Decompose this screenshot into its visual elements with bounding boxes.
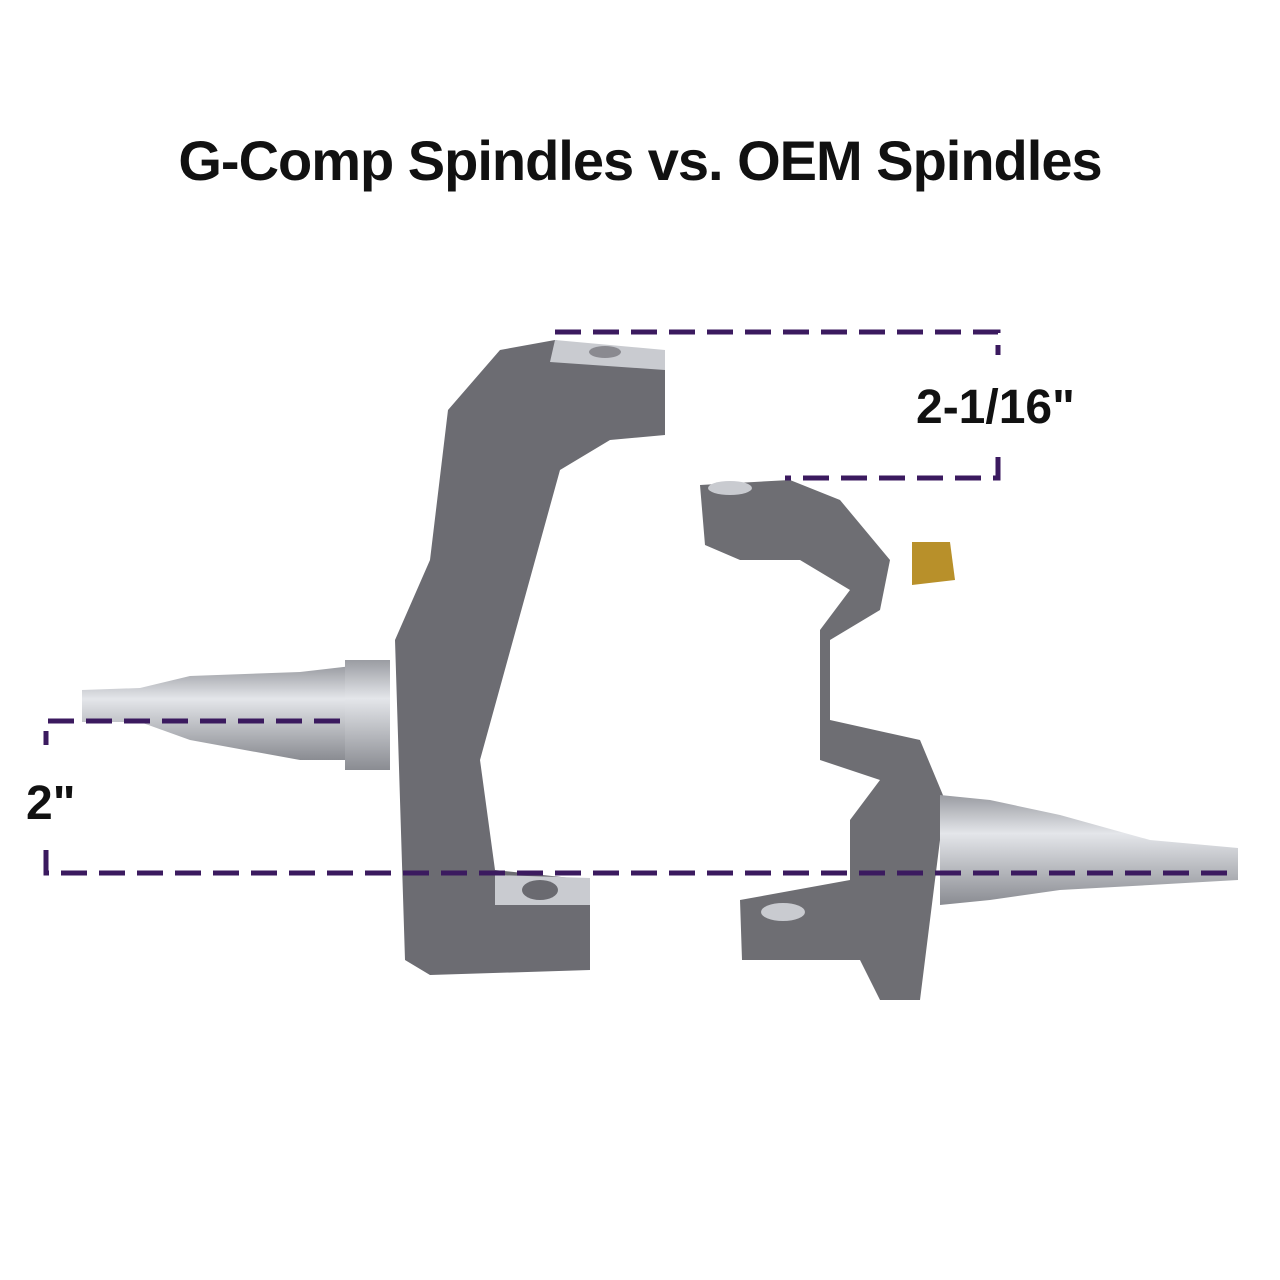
page-title: G-Comp Spindles vs. OEM Spindles: [178, 129, 1102, 192]
brass-nut: [912, 542, 955, 585]
spindle-height-measurement: 2": [26, 777, 76, 830]
steering-arm-measurement: 2-1/16": [916, 381, 1075, 434]
dimension-lines: [43, 329, 1230, 876]
gcomp-spindle: [82, 340, 665, 975]
oem-spindle: [700, 480, 1238, 1000]
